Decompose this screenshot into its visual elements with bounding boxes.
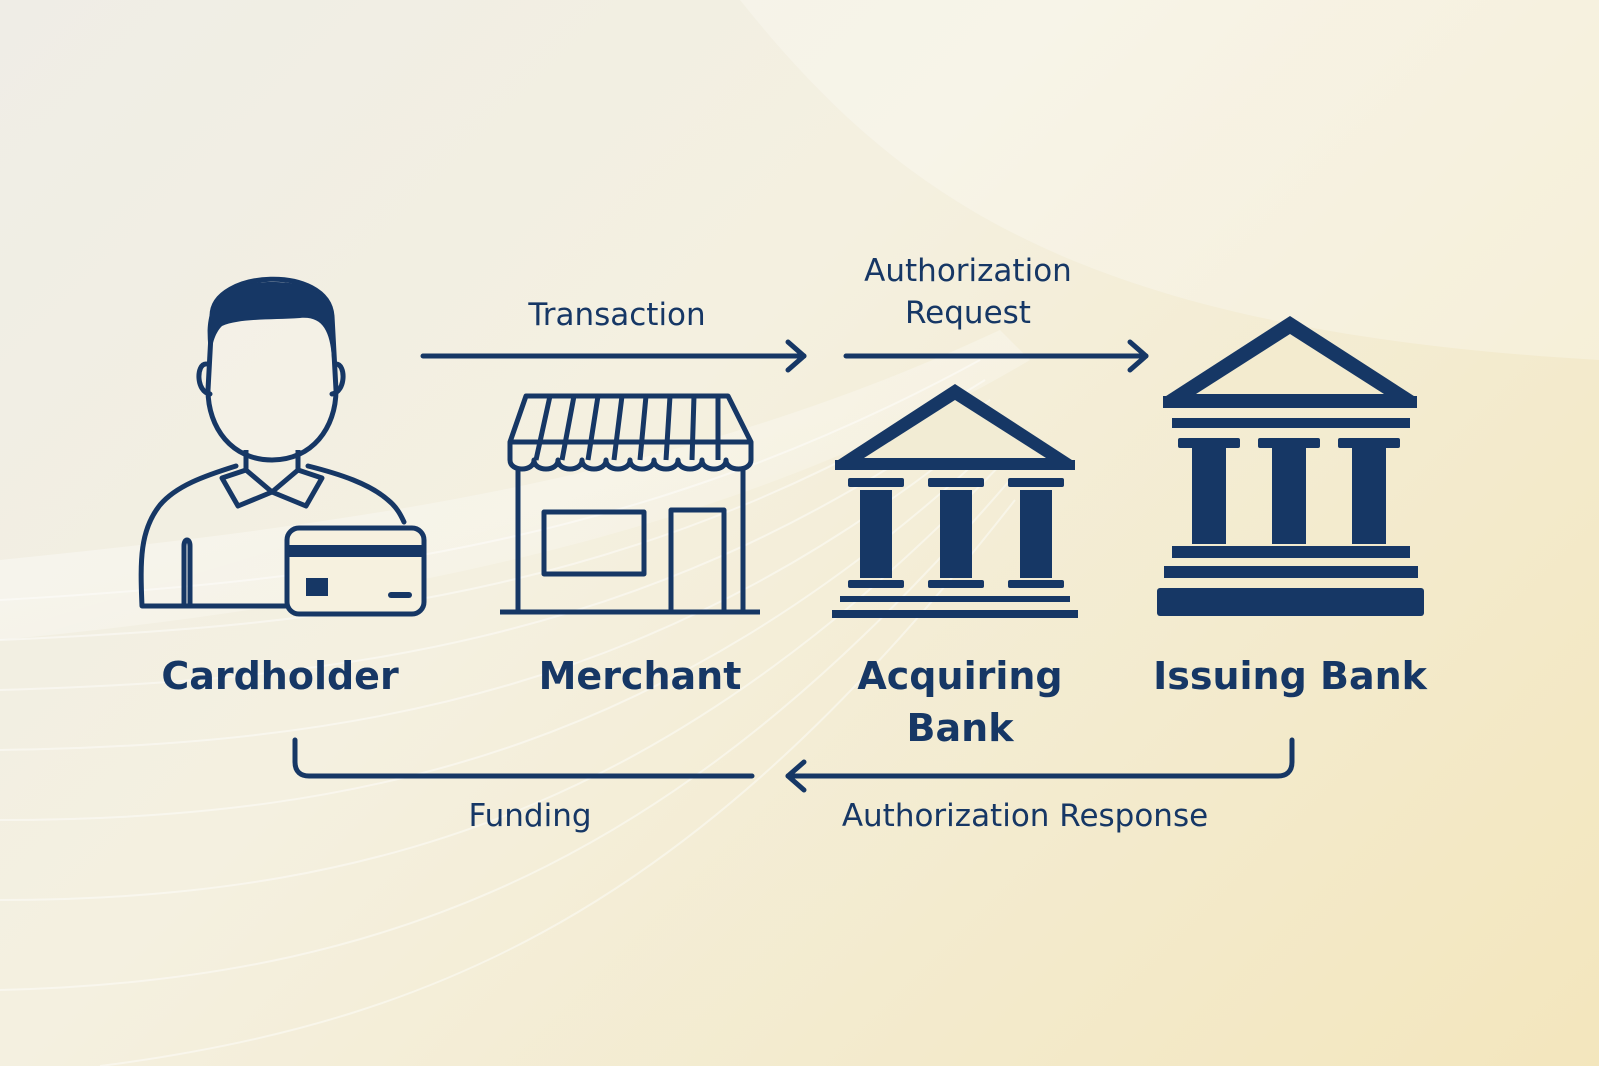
bank-building-icon — [1157, 316, 1424, 616]
authorization-request-label: Authorization Request — [818, 250, 1118, 334]
person-with-card-icon — [138, 276, 427, 617]
issuing-bank-label: Issuing Bank — [1153, 654, 1427, 698]
acquiring-bank-label-line2: Bank — [906, 706, 1014, 750]
transaction-arrow — [420, 339, 807, 373]
acquiring-bank-label-line1: Acquiring — [857, 654, 1063, 698]
bank-building-icon — [832, 384, 1078, 618]
merchant-label: Merchant — [538, 654, 742, 698]
authorization-request-arrow — [843, 339, 1149, 373]
transaction-label: Transaction — [528, 297, 706, 333]
authorization-request-label-line2: Request — [905, 295, 1031, 331]
authorization-response-label: Authorization Response — [841, 798, 1209, 834]
funding-bracket — [292, 737, 755, 779]
funding-label: Funding — [468, 798, 592, 834]
acquiring-bank-label: Acquiring Bank — [820, 650, 1100, 754]
cardholder-label: Cardholder — [161, 654, 399, 698]
authorization-response-arrow — [785, 737, 1295, 793]
authorization-request-label-line1: Authorization — [864, 253, 1072, 289]
storefront-icon — [500, 393, 760, 615]
